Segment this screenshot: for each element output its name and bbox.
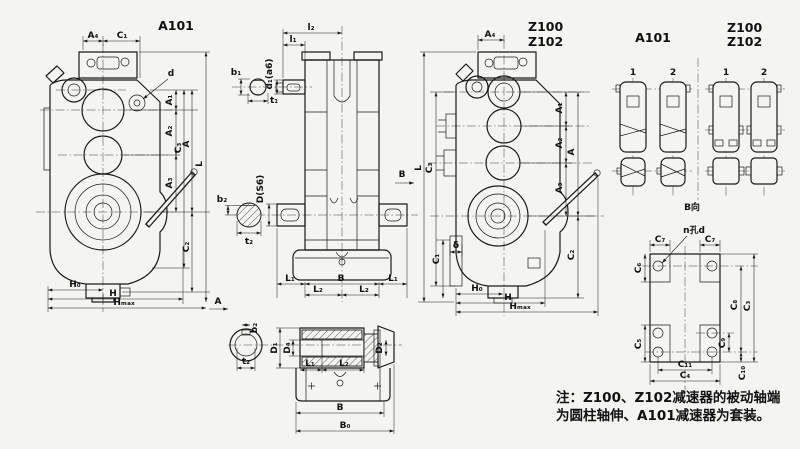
dim-L1-left: L₁ <box>285 274 295 284</box>
dim-a4: A₄ <box>485 30 496 40</box>
dim-L2-left: L₂ <box>313 285 323 295</box>
dim-ds6: D(S6) <box>256 175 266 203</box>
dim-a2: A₂ <box>165 125 175 136</box>
dim-B: B <box>337 403 344 413</box>
dim-c1: C₁ <box>432 254 442 265</box>
dim-a4: A₄ <box>88 31 99 41</box>
dim-a1: A₁ <box>165 94 175 105</box>
dim-t2: t₂ <box>242 357 250 367</box>
dim-c8: C₈ <box>730 300 740 311</box>
footnote-line1: 注：Z100、Z102减速器的被动轴端 <box>556 389 781 406</box>
dim-B: B <box>338 274 345 284</box>
dim-c7-left: C₇ <box>655 235 666 245</box>
dim-t1: t₁ <box>270 96 278 106</box>
footnote-line2: 为圆柱轴伸、A101减速器为套装。 <box>556 407 770 424</box>
dim-c1: C₁ <box>117 31 128 41</box>
dim-c5: C₅ <box>634 339 644 350</box>
dim-a3: A₃ <box>555 182 565 193</box>
dim-c4: C₄ <box>680 371 691 381</box>
dim-c2: C₂ <box>182 242 192 253</box>
z102-title: Z102 <box>528 34 563 49</box>
dim-d-leader: d <box>168 69 174 79</box>
dim-b2: b₂ <box>217 195 227 205</box>
dim-a: A <box>182 140 192 147</box>
dim-h0: H₀ <box>471 284 483 294</box>
a101-dipstick <box>144 168 198 228</box>
bview-caption: B向 <box>684 201 700 213</box>
dim-d4: D₄ <box>283 342 293 353</box>
dim-a2: A₂ <box>555 137 565 148</box>
dim-l: L <box>414 165 424 171</box>
dim-l1: l₁ <box>289 35 296 45</box>
bview-col4-label: 2 <box>761 68 767 78</box>
dim-h: H <box>109 289 117 299</box>
hole-count-note: n孔d <box>683 224 705 236</box>
dim-hmax: Hₘₐₓ <box>113 298 135 308</box>
dim-c3: C₃ <box>743 301 753 312</box>
dim-d1: D₁ <box>270 342 280 353</box>
bview-a101-title: A101 <box>635 30 671 45</box>
bview-z102-title: Z102 <box>727 34 762 49</box>
dim-B0: B₀ <box>340 421 351 431</box>
dim-t2: t₂ <box>245 237 253 247</box>
dim-L2-right: L₂ <box>359 285 369 295</box>
dim-c10: C₁₀ <box>738 366 748 381</box>
dim-a3: A₃ <box>165 177 175 188</box>
dim-l: L <box>195 161 205 167</box>
dim-b2: b₂ <box>250 323 260 333</box>
bview-z100-title: Z100 <box>727 20 762 35</box>
base-plate-view: C₇ C₇ n孔d C₆ C₅ C₉ C₈ C₁₀ C₃ C₁₁ C₄ <box>634 224 758 392</box>
side-view: b₁ t₁ d₁(a6) l₂ l₁ D(S6) b₂ t₂ B L₁ B L₁… <box>217 23 418 302</box>
dim-L1: L₁ <box>305 359 315 369</box>
bview-col3-label: 1 <box>723 68 729 78</box>
dim-c3: C₃ <box>174 143 184 154</box>
dim-c11: C₁₁ <box>678 360 693 370</box>
dim-d2: D₂ <box>375 342 385 353</box>
bview-col2-label: 2 <box>670 68 676 78</box>
view-arrow-b-label: B <box>399 170 406 180</box>
dim-h0: H₀ <box>69 280 81 290</box>
view-arrow-a-label: A <box>215 297 222 307</box>
section-a-view: b₂ t₂ D₂ D₁ D₄ L₁ L₂ B B₀ <box>228 323 402 434</box>
dim-l2: l₂ <box>307 23 314 33</box>
dim-a1: A₁ <box>555 102 565 113</box>
dim-a: A <box>567 148 577 155</box>
dim-c3: C₃ <box>425 163 435 174</box>
b-direction-view: A101 Z100 Z102 1 2 1 2 B向 <box>612 20 785 213</box>
z100-dipstick <box>542 169 601 227</box>
a101-title: A101 <box>158 18 194 33</box>
dim-d1a6: d₁(a6) <box>265 59 275 90</box>
dim-hmax: Hₘₐₓ <box>509 302 531 312</box>
dim-c7-right: C₇ <box>705 235 716 245</box>
dim-L1-right: L₁ <box>388 274 398 284</box>
a101-front-view: A₄ C₁ d A₁ A₂ A₃ C₃ A C₂ L H₀ H Hₘₐₓ A <box>36 31 228 312</box>
dim-delta: δ <box>453 241 459 251</box>
z100-front-view: A₄ L C₃ C₁ δ A₁ A₂ A₃ A C₂ H₀ H Hₘₐₓ <box>414 30 604 316</box>
dim-c9: C₉ <box>718 338 728 349</box>
dim-L2: L₂ <box>339 359 349 369</box>
dim-b1: b₁ <box>231 68 241 78</box>
bview-col1-label: 1 <box>630 68 636 78</box>
footnote: 注：Z100、Z102减速器的被动轴端 为圆柱轴伸、A101减速器为套装。 <box>556 389 781 424</box>
dim-c2: C₂ <box>567 250 577 261</box>
z100-title: Z100 <box>528 19 563 34</box>
dim-h: H <box>504 293 512 303</box>
dim-c6: C₆ <box>634 263 644 274</box>
